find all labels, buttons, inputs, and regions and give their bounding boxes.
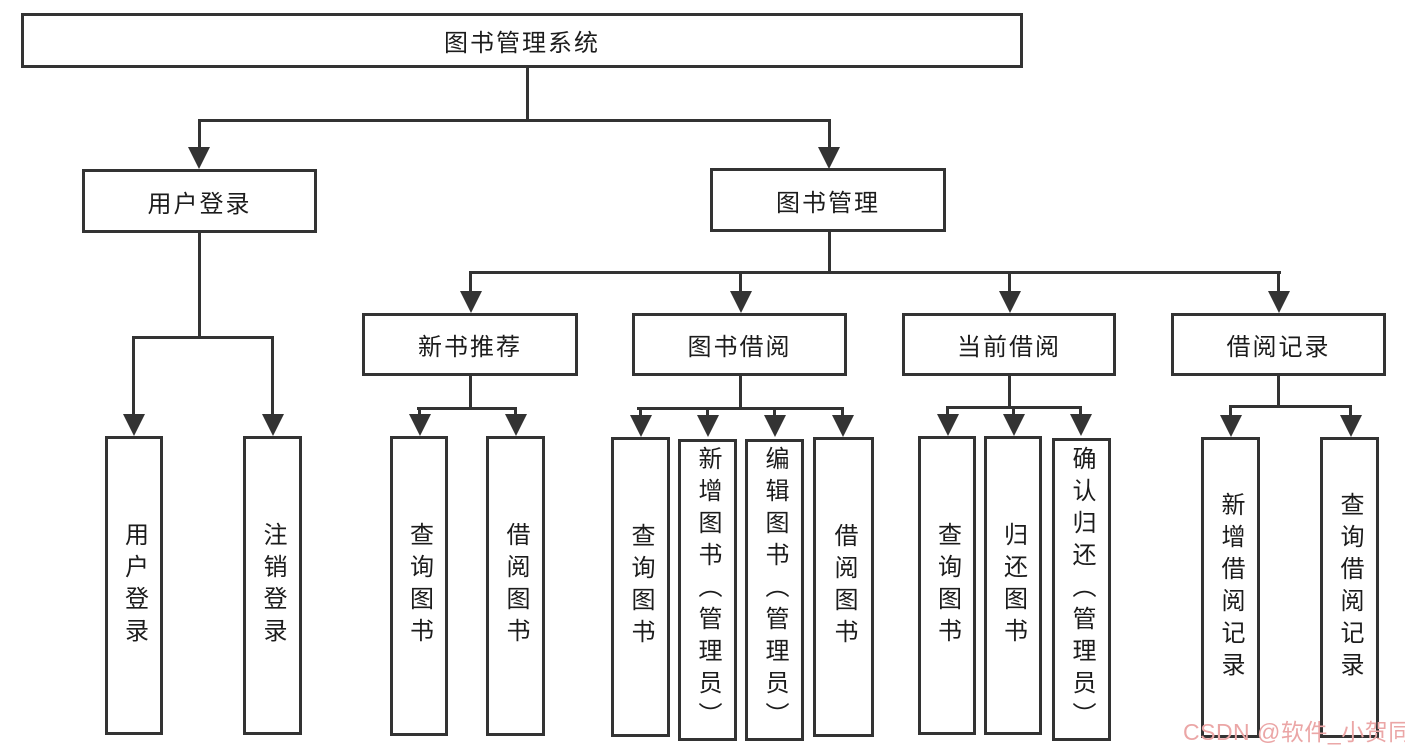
connector-line: [1277, 271, 1280, 295]
arrow-down-icon: [1070, 414, 1092, 436]
arrow-down-icon: [409, 414, 431, 436]
arrow-down-icon: [937, 414, 959, 436]
node-user-login: 用户登录: [82, 169, 317, 233]
node-query-books-recommend: 查询图书: [390, 436, 448, 736]
arrow-down-icon: [730, 291, 752, 313]
connector-line: [946, 406, 949, 416]
arrow-down-icon: [460, 291, 482, 313]
connector-line: [418, 407, 421, 417]
connector-line: [514, 407, 517, 417]
node-query-books-borrowing: 查询图书: [611, 437, 670, 737]
arrow-down-icon: [1340, 415, 1362, 437]
node-label: 注销登录: [259, 521, 286, 650]
node-label: 新书推荐: [418, 334, 522, 361]
connector-line: [1229, 405, 1232, 416]
connector-line: [1008, 271, 1011, 295]
node-borrow-books-recommend: 借阅图书: [486, 436, 545, 736]
node-label: 确认归还（管理员）: [1068, 445, 1095, 734]
node-label: 图书管理: [776, 189, 880, 217]
node-book-management-system: 图书管理系统: [21, 13, 1023, 68]
node-add-books-admin: 新增图书（管理员）: [678, 439, 737, 741]
node-logout-leaf: 注销登录: [243, 436, 302, 735]
node-label: 新增图书（管理员）: [694, 446, 721, 734]
node-query-borrow-record: 查询借阅记录: [1320, 437, 1379, 738]
node-label: 查询图书: [405, 522, 433, 650]
node-new-book-recommendation: 新书推荐: [362, 313, 578, 376]
arrow-down-icon: [630, 415, 652, 437]
connector-line: [828, 230, 831, 273]
node-label: 借阅图书: [830, 523, 857, 651]
connector-line: [1008, 374, 1011, 408]
node-label: 查询图书: [627, 523, 654, 651]
node-label: 图书借阅: [687, 334, 792, 361]
connector-line: [526, 66, 529, 120]
node-confirm-return-admin: 确认归还（管理员）: [1052, 438, 1111, 741]
connector-line: [469, 271, 472, 295]
connector-line: [271, 336, 274, 416]
node-book-management: 图书管理: [710, 168, 946, 232]
connector-line: [1079, 406, 1082, 416]
connector-line: [1012, 406, 1015, 416]
connector-line: [1277, 374, 1280, 407]
connector-line: [739, 271, 742, 295]
arrow-down-icon: [188, 147, 210, 169]
connector-line: [773, 407, 776, 417]
arrow-down-icon: [262, 414, 284, 436]
csdn-watermark: CSDN @软件_小贺同学: [1183, 719, 1405, 745]
node-query-books-current: 查询图书: [918, 436, 976, 735]
arrow-down-icon: [999, 291, 1021, 313]
node-user-login-leaf: 用户登录: [105, 436, 163, 735]
node-current-borrowing: 当前借阅: [902, 313, 1116, 376]
connector-line: [1349, 405, 1352, 416]
arrow-down-icon: [1003, 414, 1025, 436]
node-add-borrow-record: 新增借阅记录: [1201, 437, 1260, 738]
node-label: 用户登录: [147, 190, 252, 218]
connector-line: [198, 119, 201, 151]
node-label: 查询借阅记录: [1336, 491, 1363, 684]
node-label: 当前借阅: [957, 334, 1061, 361]
connector-line: [417, 407, 517, 410]
connector-line: [706, 407, 709, 417]
connector-line: [469, 374, 472, 409]
node-label: 图书管理系统: [444, 30, 600, 57]
connector-line: [132, 336, 135, 416]
arrow-down-icon: [697, 415, 719, 437]
connector-line: [739, 373, 742, 409]
connector-line: [841, 407, 844, 417]
arrow-down-icon: [818, 147, 840, 169]
arrow-down-icon: [1220, 415, 1242, 437]
node-borrowing-records: 借阅记录: [1171, 313, 1386, 376]
connector-line: [828, 119, 831, 151]
node-label: 用户登录: [120, 521, 148, 650]
connector-line: [639, 407, 642, 417]
connector-line: [469, 271, 1281, 274]
node-label: 归还图书: [999, 521, 1027, 650]
connector-line: [132, 336, 274, 339]
connector-line: [198, 119, 831, 122]
node-return-books: 归还图书: [984, 436, 1042, 735]
arrow-down-icon: [123, 414, 145, 436]
arrow-down-icon: [1268, 291, 1290, 313]
node-label: 借阅图书: [502, 522, 529, 650]
node-borrow-books-borrowing: 借阅图书: [813, 437, 874, 737]
node-book-borrowing: 图书借阅: [632, 313, 847, 376]
node-label: 编辑图书（管理员）: [761, 446, 788, 734]
arrow-down-icon: [764, 415, 786, 437]
connector-line: [198, 231, 201, 338]
connector-line: [637, 407, 844, 410]
connector-line: [1229, 405, 1351, 408]
arrow-down-icon: [505, 414, 527, 436]
node-edit-books-admin: 编辑图书（管理员）: [745, 439, 804, 741]
node-label: 新增借阅记录: [1217, 491, 1244, 684]
arrow-down-icon: [832, 415, 854, 437]
node-label: 查询图书: [933, 521, 961, 650]
node-label: 借阅记录: [1226, 334, 1331, 361]
